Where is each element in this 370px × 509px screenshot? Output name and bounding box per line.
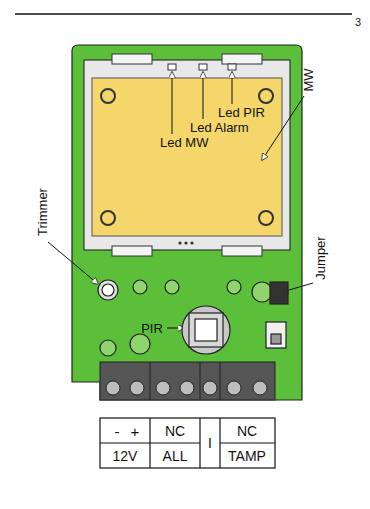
terminal-divider — [150, 362, 151, 400]
part-name: Jumper — [314, 236, 327, 279]
pin-name: I — [208, 436, 212, 450]
part-name: Trimmer — [36, 188, 49, 236]
led-leaders — [48, 72, 313, 328]
terminal-table — [100, 418, 275, 468]
components — [98, 280, 288, 356]
page-number: 3 — [355, 17, 361, 28]
led-markers — [168, 64, 236, 70]
pin-name: ALL — [163, 449, 188, 463]
mw-frame — [84, 60, 290, 250]
terminal-divider — [200, 362, 201, 400]
mw-module — [92, 78, 282, 236]
frame-clip — [112, 246, 152, 256]
part-name: MW — [302, 68, 315, 91]
pin-name: NC — [237, 424, 257, 438]
pin-name: 12V — [113, 449, 138, 463]
led-label: Led MW — [160, 136, 208, 149]
frame-clip — [222, 54, 262, 64]
pcb-board — [72, 45, 302, 400]
pin-name: - — [115, 424, 120, 439]
terminal-block — [100, 362, 275, 400]
part-name: PIR — [141, 322, 163, 335]
frame-clip — [112, 54, 152, 64]
terminal-screws — [106, 381, 267, 395]
page-rule — [15, 13, 352, 15]
mounting-holes — [101, 89, 273, 225]
terminal-divider — [220, 362, 221, 400]
led-label: Led Alarm — [190, 121, 249, 134]
pin-name: TAMP — [228, 449, 266, 463]
pin-name: NC — [165, 424, 185, 438]
led-label: Led PIR — [218, 106, 265, 119]
dots — [178, 241, 193, 244]
pin-name: + — [131, 424, 140, 439]
frame-clip — [222, 246, 262, 256]
